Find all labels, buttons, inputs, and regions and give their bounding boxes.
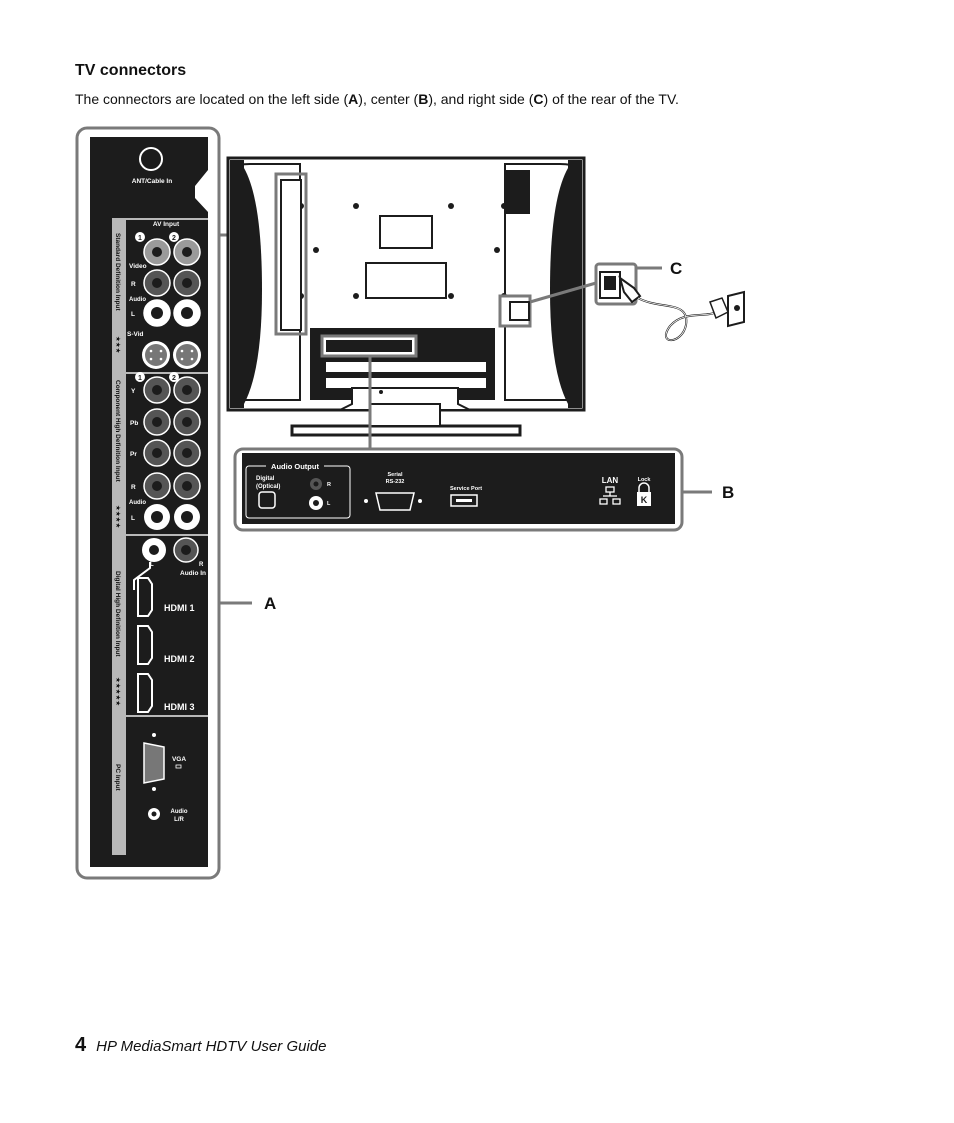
svid-label: S-Vid	[127, 331, 144, 338]
digital-optical-label: Digital(Optical)	[256, 476, 280, 490]
lan-label: LAN	[602, 476, 619, 485]
ant-cable-label: ANT/Cable In	[132, 178, 172, 185]
component-rca-jacks	[143, 376, 201, 530]
svg-text:K: K	[641, 495, 648, 505]
callout-c: C	[670, 259, 683, 278]
service-usb-port	[450, 494, 478, 507]
callout-b: B	[722, 483, 735, 502]
intro-paragraph: The connectors are located on the left s…	[75, 91, 679, 107]
hdmi3-label: HDMI 3	[164, 702, 195, 712]
r-label: R	[131, 281, 136, 288]
panel-b-center: Audio Output Digital(Optical) R L Serial…	[233, 447, 684, 532]
audio-label: Audio	[129, 297, 146, 303]
tv-rear-view	[226, 156, 586, 437]
component-label: Component High Definition Input	[114, 380, 121, 483]
svg-text:Audio: Audio	[129, 500, 146, 506]
num-2-badge	[169, 232, 179, 242]
svg-text:R: R	[131, 484, 136, 491]
standard-rca-jacks	[143, 238, 201, 327]
service-port-label: Service Port	[450, 486, 482, 492]
callout-c-line	[529, 281, 597, 304]
component-stars: ★★★★	[114, 505, 121, 528]
pc-audio-jack	[151, 811, 157, 817]
audio-output-label: Audio Output	[271, 462, 319, 471]
standard-stars: ★★★	[114, 336, 121, 354]
page-number: 4	[75, 1034, 87, 1056]
audio-in-label: Audio In	[180, 570, 206, 577]
lock-icon: K	[637, 482, 651, 506]
digital-label: Digital High Definition Input	[114, 571, 121, 657]
audio-in-r-label: R	[199, 562, 204, 568]
svg-text:L: L	[131, 515, 135, 522]
av-input-label: AV Input	[153, 221, 180, 228]
callout-a: A	[264, 594, 277, 613]
num-1-badge	[135, 232, 145, 242]
num-2-label: 2	[172, 235, 176, 242]
pr-label: Pr	[130, 451, 137, 458]
hdmi1-label: HDMI 1	[164, 603, 195, 613]
serial-port	[375, 492, 415, 511]
hdmi-audio-jacks	[133, 537, 199, 590]
hdmi2-label: HDMI 2	[164, 654, 195, 664]
page-footer: 4 HP MediaSmart HDTV User Guide	[75, 1034, 326, 1057]
svg-text:1: 1	[138, 375, 142, 382]
svideo-jacks	[142, 341, 201, 369]
audio-in-l-label: L	[150, 562, 154, 568]
svg-text:2: 2	[172, 375, 176, 382]
optical-port	[258, 491, 276, 509]
vga-port	[143, 742, 165, 784]
audio-output-l-label: L	[327, 501, 331, 507]
pc-input-label: PC Input	[114, 764, 121, 792]
ant-cable-jack	[139, 147, 163, 171]
digital-stars: ★★★★★	[114, 677, 121, 706]
guide-title: HP MediaSmart HDTV User Guide	[96, 1038, 327, 1055]
vga-label: VGA	[172, 756, 186, 763]
section-heading: TV connectors	[75, 62, 187, 79]
lock-label: Lock	[638, 477, 652, 483]
video-label: Video	[129, 263, 147, 270]
pb-label: Pb	[130, 420, 138, 427]
standard-definition-label: Standard Definition Input	[114, 233, 121, 311]
power-connector-c	[594, 262, 745, 341]
num-1-label: 1	[138, 235, 142, 242]
y-label: Y	[131, 388, 136, 395]
audio-output-r-label: R	[327, 482, 331, 488]
lan-icon	[599, 486, 621, 505]
l-label: L	[131, 311, 135, 318]
panel-a-left-side: ANT/Cable In AV Input 1 2 Video R Audio …	[75, 126, 221, 880]
hdmi-ports	[137, 577, 153, 713]
